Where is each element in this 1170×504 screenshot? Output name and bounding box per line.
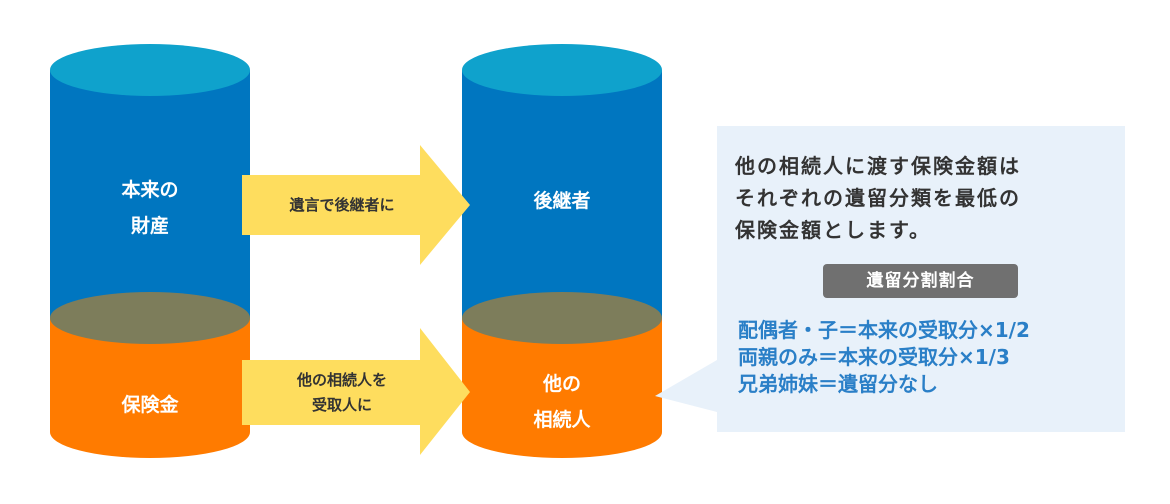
right-cylinder-blue-section [462,70,662,318]
right-cylinder-orange-section [462,318,662,458]
right-cylinder-boundary-ellipse [462,292,662,344]
upper-arrow [242,145,470,265]
left-cylinder [50,44,250,458]
left-cylinder-orange-section [50,318,250,458]
lower-arrow-label-line1: 他の相続人を [296,371,387,389]
left-bottom-label: 保険金 [121,394,179,416]
left-cylinder-top-ellipse [50,44,250,96]
left-top-label: 本来の 財産 [100,172,200,244]
right-cylinder-top-ellipse [462,44,662,96]
ratio-spouse-children: 配偶者・子＝本来の受取分×1/2 [738,318,1030,342]
right-cylinder [462,44,662,458]
lower-arrow-label: 他の相続人を 受取人に [262,368,422,418]
callout-pointer [655,360,717,412]
lower-arrow [242,328,470,455]
left-top-label-line2: 財産 [130,215,169,237]
callout-line2: それぞれの遺留分類を最低の [735,186,1021,210]
callout-description: 他の相続人に渡す保険金額は それぞれの遺留分類を最低の 保険金額とします。 [735,150,1115,246]
left-cylinder-boundary-ellipse [50,292,250,344]
ratio-siblings: 兄弟姉妹＝遺留分なし [738,372,938,396]
callout-line1: 他の相続人に渡す保険金額は [735,154,1021,178]
right-top-label: 後継者 [533,190,591,212]
right-bottom-label-line2: 相続人 [533,409,591,431]
lower-arrow-label-line2: 受取人に [311,396,372,414]
ratio-badge: 遺留分割割合 [823,264,1018,298]
right-bottom-label: 他の 相続人 [512,366,612,438]
callout-line3: 保険金額とします。 [735,218,931,242]
left-cylinder-blue-section [50,70,250,318]
ratio-list: 配偶者・子＝本来の受取分×1/2 両親のみ＝本来の受取分×1/3 兄弟姉妹＝遺留… [738,317,1030,398]
upper-arrow-label: 遺言で後継者に [289,196,395,214]
left-top-label-line1: 本来の [121,179,179,201]
ratio-parents-only: 両親のみ＝本来の受取分×1/3 [738,345,1010,369]
right-bottom-label-line1: 他の [542,373,581,395]
